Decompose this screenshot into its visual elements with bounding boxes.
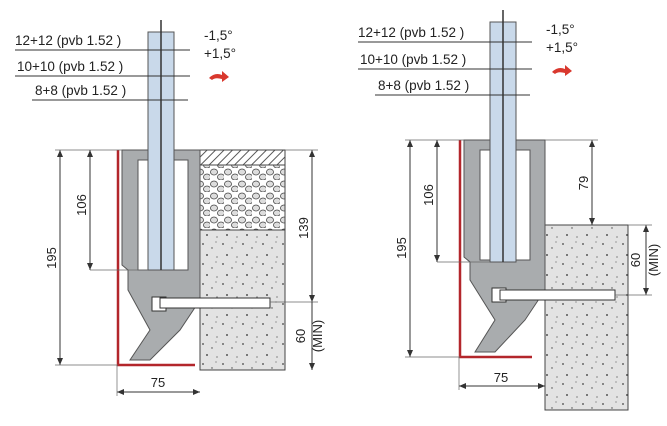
concrete-slab (544, 224, 629, 411)
dim-inner-height: 106 (74, 194, 89, 216)
dim-min-edge: 60 (628, 253, 643, 267)
dim-top-to-anchor: 139 (296, 217, 311, 239)
glass-option-12: 12+12 (pvb 1.52 ) (15, 33, 121, 48)
dim-width: 75 (151, 375, 165, 390)
gravel-fill (199, 164, 286, 231)
bolt (159, 297, 271, 309)
tilt-minus: -1,5° (204, 28, 233, 43)
tilt-plus: +1,5° (204, 46, 236, 61)
tilt-minus: -1,5° (546, 22, 575, 37)
tilt-plus: +1,5° (546, 40, 578, 55)
tilt-arrow-icon (209, 71, 229, 82)
bolt (499, 289, 616, 301)
dim-total-height: 195 (44, 247, 59, 269)
right-detail: 12+12 (pvb 1.52 ) 10+10 (pvb 1.52 ) 8+8 … (358, 10, 661, 411)
dim-min-edge: 60 (293, 329, 308, 343)
dim-width: 75 (494, 370, 508, 385)
dim-inner-height: 106 (421, 184, 436, 206)
dim-top-to-slab: 79 (576, 176, 591, 190)
left-detail: 12+12 (pvb 1.52 ) 10+10 (pvb 1.52 ) 8+8 … (15, 20, 325, 396)
glass-option-12: 12+12 (pvb 1.52 ) (358, 25, 464, 40)
hatched-screed (199, 149, 286, 166)
dim-total-height: 195 (394, 237, 409, 259)
dim-min-label: (MIN) (646, 244, 661, 277)
glass-option-8: 8+8 (pvb 1.52 ) (378, 78, 469, 93)
dim-min-label: (MIN) (310, 320, 325, 353)
glass-option-8: 8+8 (pvb 1.52 ) (35, 83, 126, 98)
glass-option-10: 10+10 (pvb 1.52 ) (17, 59, 123, 74)
tilt-arrow-icon (552, 65, 572, 76)
glass-option-10: 10+10 (pvb 1.52 ) (360, 52, 466, 67)
